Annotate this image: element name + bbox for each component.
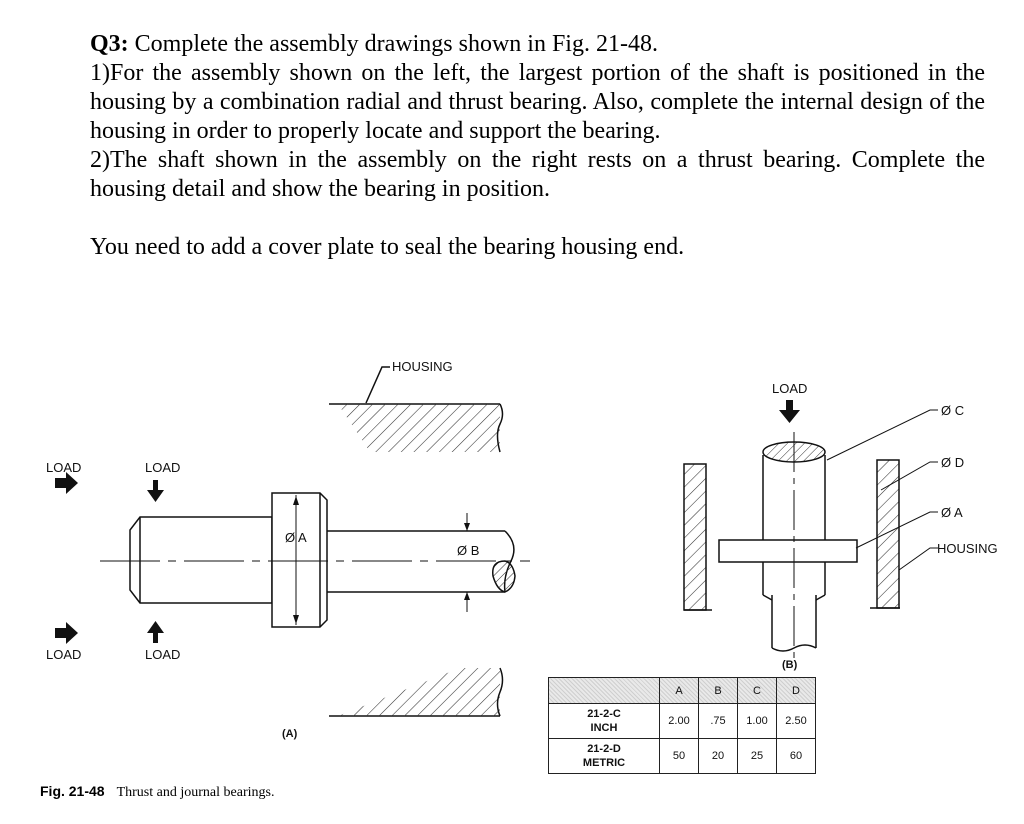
table-row-label: 21-2-D METRIC xyxy=(548,738,660,774)
housing-wall-left xyxy=(683,463,707,611)
load-arrow-down xyxy=(147,480,164,502)
label-dia-b: Ø B xyxy=(457,543,479,558)
row-label-bottom: METRIC xyxy=(582,757,626,769)
table-header-c: C xyxy=(737,677,777,704)
label-housing-a: HOUSING xyxy=(392,359,453,374)
load-arrow-b xyxy=(779,400,800,423)
table-cell: 60 xyxy=(776,738,816,774)
label-load-a1: LOAD xyxy=(46,460,81,475)
shaft-b-step-left xyxy=(762,594,773,601)
label-dia-a: Ø A xyxy=(285,530,307,545)
label-load-a4: LOAD xyxy=(145,647,180,662)
housing-leader xyxy=(365,366,390,404)
housing-bottom-break xyxy=(496,667,504,717)
shaft-b-step-right xyxy=(815,594,826,601)
load-arrow-up xyxy=(147,621,164,643)
leader-dia-a xyxy=(855,511,938,549)
label-dia-c: Ø C xyxy=(941,403,964,418)
figure-caption: Fig. 21-48 Thrust and journal bearings. xyxy=(40,783,274,801)
table-header-b: B xyxy=(698,677,738,704)
label-view-a: (A) xyxy=(282,728,298,740)
housing-bottom-hatch xyxy=(338,668,500,716)
table-header-blank xyxy=(548,677,660,704)
question-text: Q3: Complete the assembly drawings shown… xyxy=(90,30,985,262)
table-row-label: 21-2-C INCH xyxy=(548,703,660,739)
table-row: 21-2-D METRIC 50 20 25 60 xyxy=(548,738,816,774)
table-cell: 25 xyxy=(737,738,777,774)
question-label: Q3: xyxy=(90,31,129,57)
label-dia-d: Ø D xyxy=(941,455,964,470)
question-title-text: Complete the assembly drawings shown in … xyxy=(128,31,658,57)
table-header-row: A B C D xyxy=(548,677,816,704)
row-label-top: 21-2-D xyxy=(587,743,621,755)
question-item-1: 1)For the assembly shown on the left, th… xyxy=(90,60,985,144)
table-header-a: A xyxy=(659,677,699,704)
row-label-bottom: INCH xyxy=(590,722,618,734)
shaft-break-section xyxy=(492,560,516,593)
leader-housing-b xyxy=(898,547,938,571)
dim-b-arrow-top xyxy=(464,523,470,531)
label-housing-b: HOUSING xyxy=(937,541,998,556)
table-row: 21-2-C INCH 2.00 .75 1.00 2.50 xyxy=(548,703,816,739)
label-load-a3: LOAD xyxy=(46,647,81,662)
question-note: You need to add a cover plate to seal th… xyxy=(90,234,685,260)
leader-dia-c xyxy=(826,409,938,461)
load-arrow-left-bottom xyxy=(55,622,78,644)
housing-top-hatch xyxy=(338,404,500,452)
housing-wall-right xyxy=(876,459,900,609)
dim-a-arrow-top xyxy=(293,496,299,505)
table-cell: 20 xyxy=(698,738,738,774)
table-cell: 2.50 xyxy=(776,703,816,739)
label-dia-a-b: Ø A xyxy=(941,505,963,520)
shaft-b-break xyxy=(771,644,817,652)
leader-dia-d xyxy=(880,461,938,491)
label-load-a2: LOAD xyxy=(145,460,180,475)
table-header-d: D xyxy=(776,677,816,704)
view-a xyxy=(100,366,530,717)
dim-b-arrow-bottom xyxy=(464,592,470,600)
housing-top-break xyxy=(496,403,504,453)
load-arrow-left-top xyxy=(55,472,78,494)
dim-a-arrow-bottom xyxy=(293,615,299,624)
table-cell: 1.00 xyxy=(737,703,777,739)
table-cell: .75 xyxy=(698,703,738,739)
label-load-b: LOAD xyxy=(772,381,807,396)
label-view-b: (B) xyxy=(782,659,798,671)
table-cell: 2.00 xyxy=(659,703,699,739)
shaft-left-body xyxy=(129,516,273,604)
shaft-b-flange xyxy=(718,539,858,563)
question-item-2: 2)The shaft shown in the assembly on the… xyxy=(90,147,985,202)
question-title: Q3: Complete the assembly drawings shown… xyxy=(90,30,985,59)
figure-number: Fig. 21-48 xyxy=(40,783,105,799)
figure-caption-text: Thrust and journal bearings. xyxy=(116,785,275,800)
dimension-table: A B C D 21-2-C INCH 2.00 .75 1.00 2.50 21… xyxy=(548,677,816,774)
load-arrows-a xyxy=(55,472,164,644)
shaft-collar xyxy=(271,492,328,628)
table-cell: 50 xyxy=(659,738,699,774)
view-b xyxy=(683,409,938,660)
row-label-top: 21-2-C xyxy=(587,708,621,720)
